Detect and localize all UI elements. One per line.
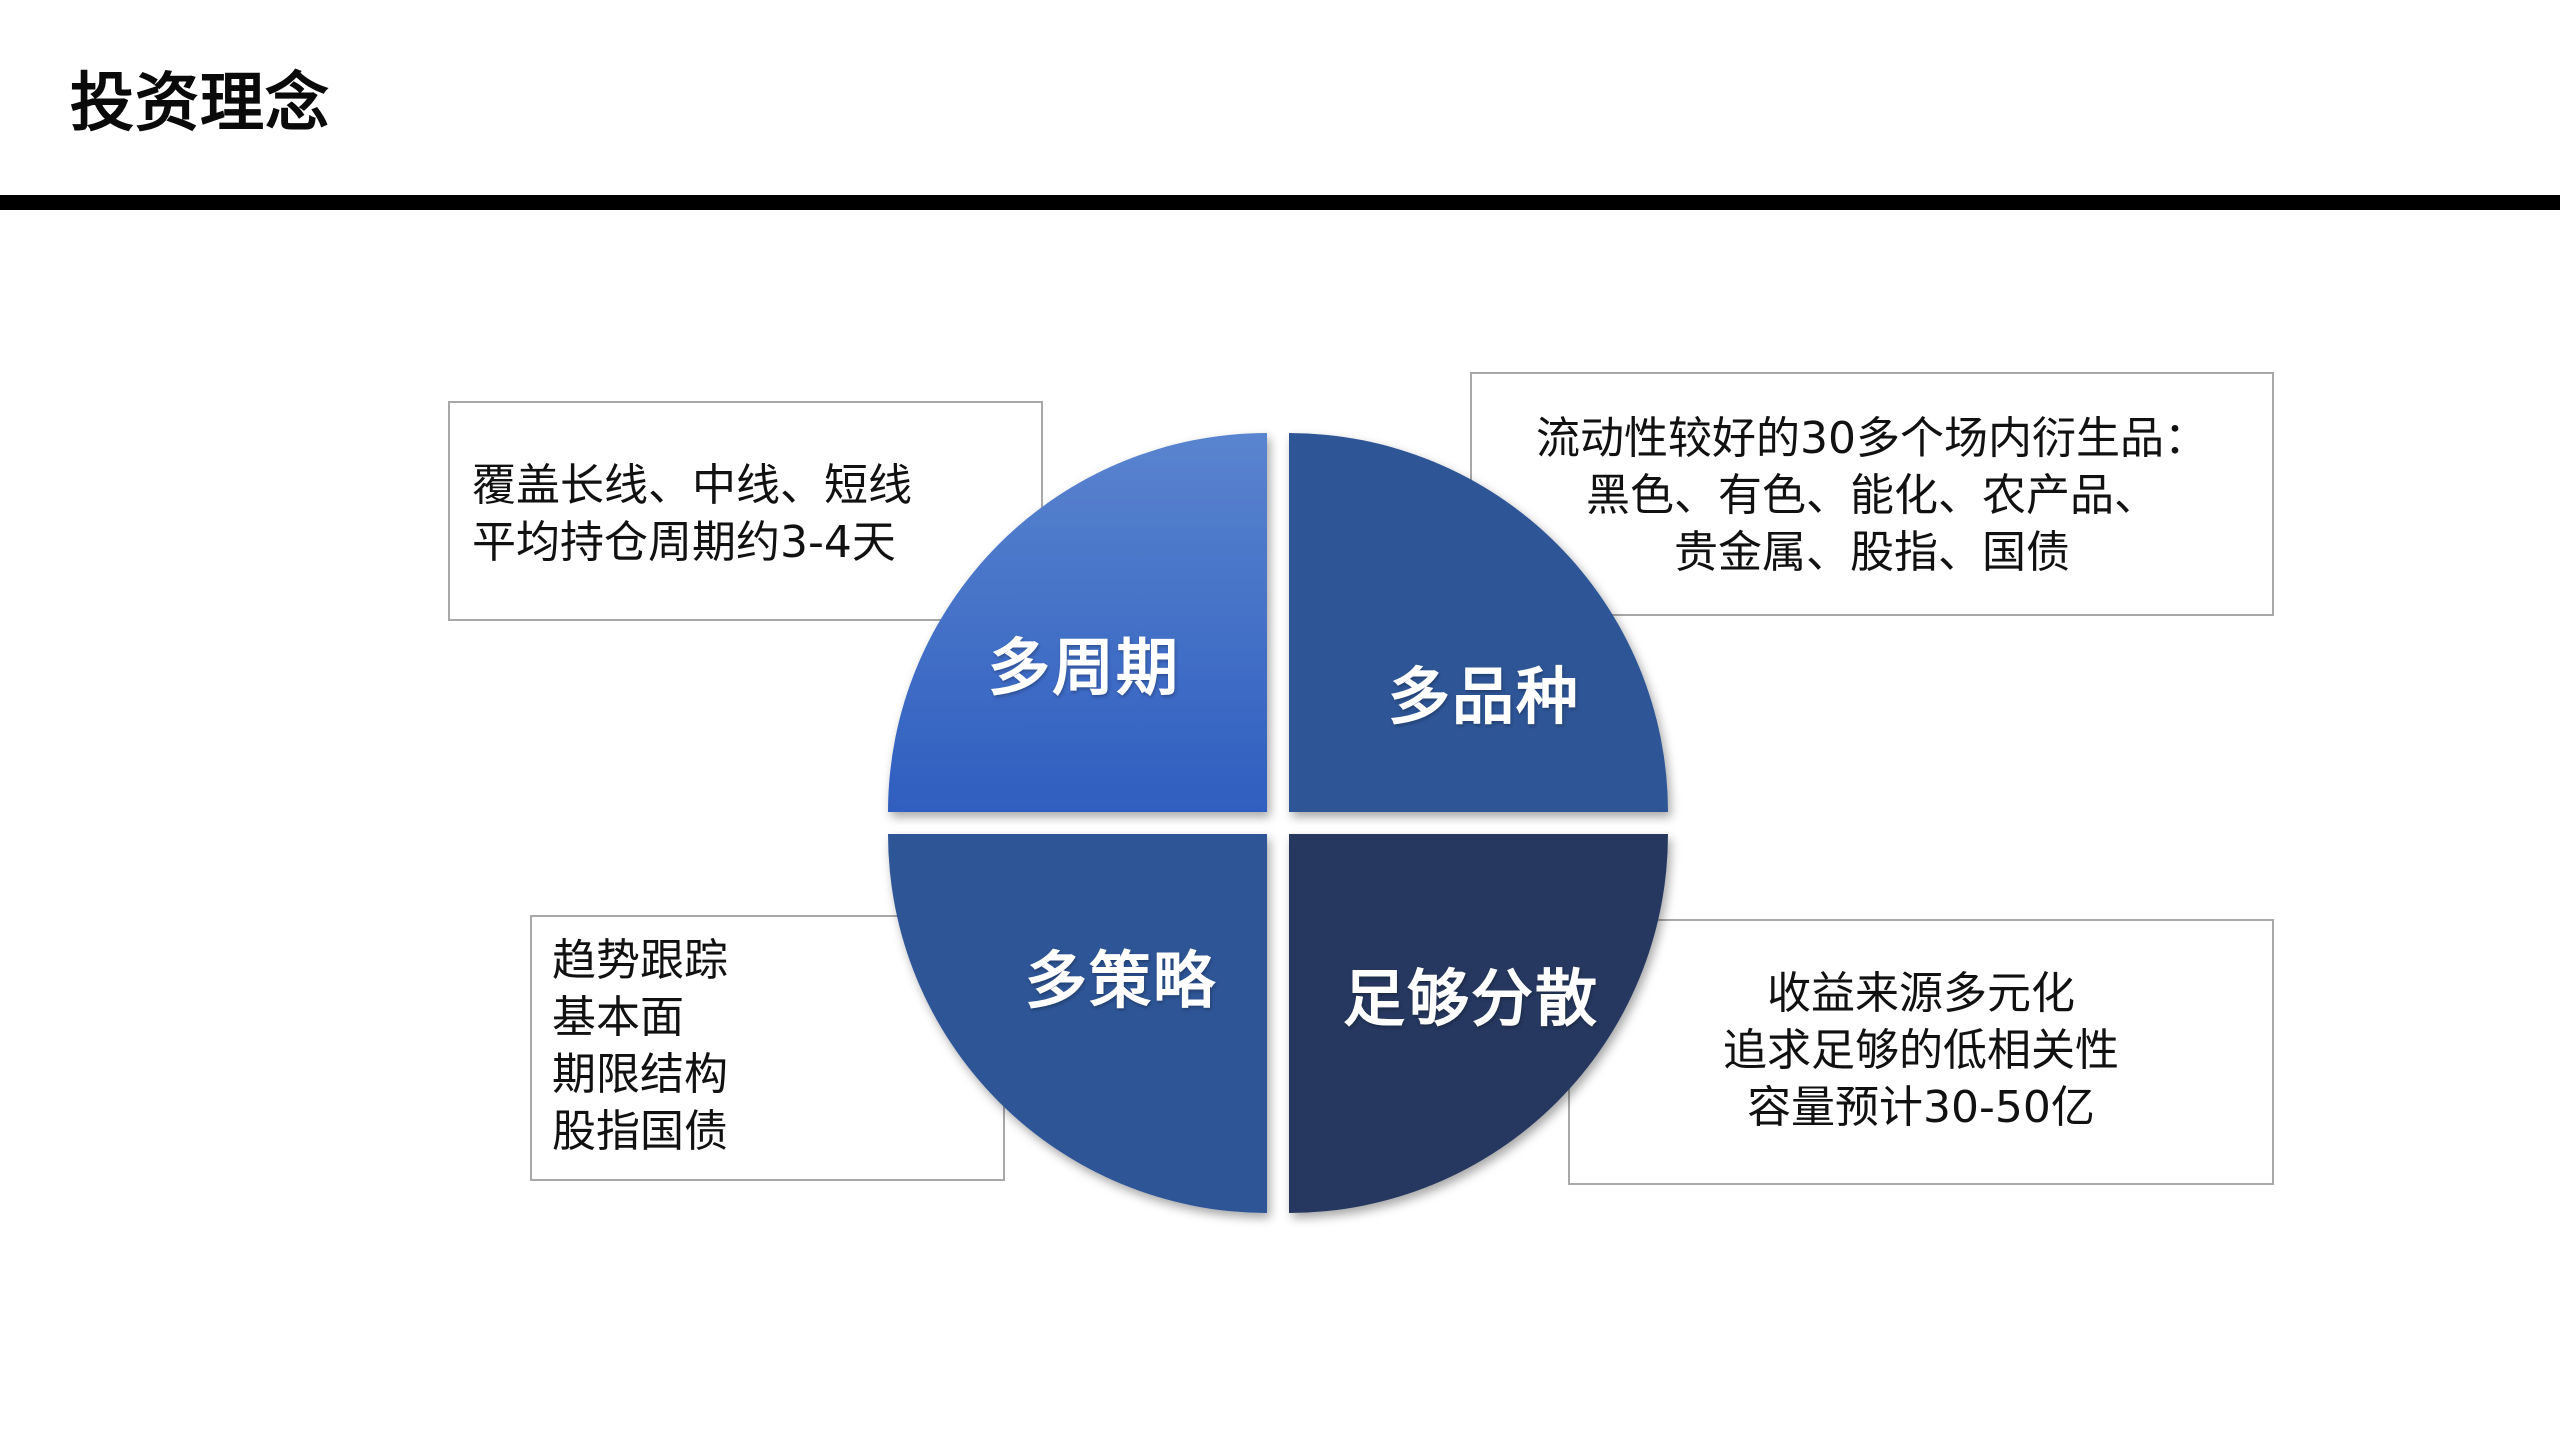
strategies-quadrant-label: 多策略 [1025, 944, 1218, 1017]
products-description-line: 流动性较好的30多个场内衍生品： [1536, 413, 2208, 464]
strategies-quadrant [888, 834, 1267, 1213]
cycles-description-box: 覆盖长线、中线、短线 平均持仓周期约3-4天 [448, 401, 1043, 621]
strategies-description-line: 趋势跟踪 [552, 935, 728, 986]
diversify-description-line: 追求足够的低相关性 [1723, 1025, 2119, 1076]
diversify-description-box: 收益来源多元化 追求足够的低相关性 容量预计30-50亿 [1568, 919, 2274, 1185]
products-description-box: 流动性较好的30多个场内衍生品： 黑色、有色、能化、农产品、 贵金属、股指、国债 [1470, 372, 2274, 616]
diversify-quadrant [1289, 834, 1668, 1213]
diversify-quadrant-label: 足够分散 [1343, 962, 1600, 1035]
page-title: 投资理念 [70, 67, 330, 141]
strategies-description-line: 期限结构 [552, 1049, 728, 1100]
strategies-description-line: 股指国债 [552, 1106, 728, 1157]
cycles-description-line: 平均持仓周期约3-4天 [472, 517, 896, 568]
products-description-line: 黑色、有色、能化、农产品、 [1586, 470, 2158, 521]
cycles-quadrant [888, 433, 1267, 812]
title-divider [0, 195, 2560, 210]
cycles-quadrant-label: 多周期 [988, 631, 1181, 704]
diversify-description-line: 容量预计30-50亿 [1747, 1082, 2095, 1133]
products-quadrant [1289, 433, 1668, 812]
diversify-description-line: 收益来源多元化 [1767, 968, 2075, 1019]
strategies-description-line: 基本面 [552, 992, 684, 1043]
products-description-line: 贵金属、股指、国债 [1674, 527, 2070, 578]
products-quadrant-label: 多品种 [1388, 660, 1581, 733]
cycles-description-line: 覆盖长线、中线、短线 [472, 460, 912, 511]
